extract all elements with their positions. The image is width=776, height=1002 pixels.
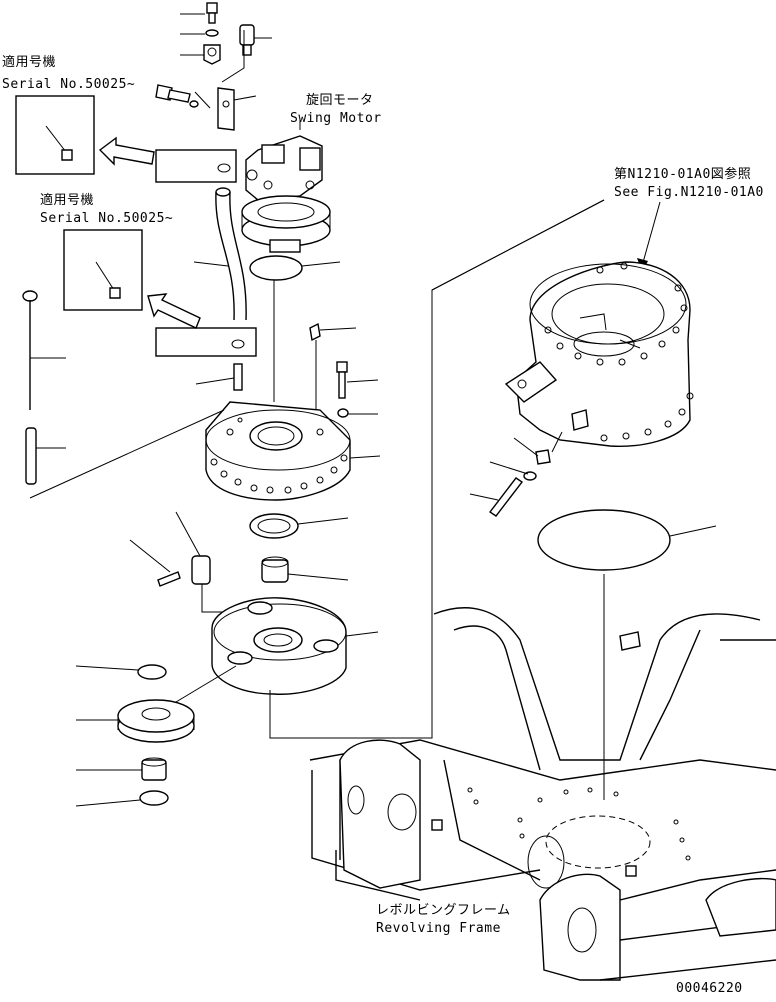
see-fig-label-jp: 第N1210-01A0図参照 [614, 166, 751, 182]
clamp [180, 44, 221, 65]
top-washer [180, 29, 219, 37]
case-fittings [469, 437, 551, 517]
swing-motor [241, 120, 331, 253]
housing-washer [337, 408, 378, 418]
hollow-arrow-1 [98, 136, 155, 166]
serial-label-en-2: Serial No.50025~ [40, 211, 173, 226]
drawing-number: 00046220 [676, 981, 743, 996]
source-box-2 [155, 327, 257, 357]
drain-hose [193, 187, 247, 321]
sun-gear [261, 556, 349, 583]
o-ring-large [537, 509, 717, 800]
o-ring-upper [249, 255, 341, 402]
top-bolt [180, 2, 218, 24]
swing-machinery-case [504, 261, 694, 453]
detail-fitting-1 [45, 125, 73, 161]
sleeve [175, 511, 242, 613]
serial-label-jp-2: 適用号機 [40, 192, 94, 208]
reference-pointer [637, 201, 661, 272]
thrust-washer-1 [75, 664, 167, 680]
connector-plug [239, 24, 272, 56]
hollow-arrow-2 [147, 293, 201, 329]
source-box-1 [155, 149, 237, 183]
planet-carrier [211, 199, 605, 739]
side-bolt [155, 84, 211, 109]
thrust-ring [249, 513, 349, 539]
serial-label-en-1: Serial No.50025~ [2, 77, 135, 92]
see-fig-label-en: See Fig.N1210-01A0 [614, 185, 764, 200]
mounting-bracket [217, 30, 257, 131]
housing-bolt [336, 361, 379, 399]
thrust-washer-2 [75, 790, 169, 807]
ring-gear-housing [29, 401, 381, 501]
level-gauge [22, 290, 66, 410]
swing-motor-label-en: Swing Motor [290, 111, 382, 126]
swing-motor-label-jp: 旋回モータ [306, 93, 374, 108]
needle-bearing [76, 757, 167, 781]
frame-label-en: Revolving Frame [376, 921, 501, 936]
detail-fitting-2 [95, 261, 121, 299]
detail-box-2 [63, 229, 143, 311]
revolving-frame [309, 607, 776, 981]
pin [129, 539, 181, 587]
gauge-pipe [25, 427, 66, 485]
planet-gear [76, 665, 237, 743]
breather-plug [309, 322, 357, 430]
fitting-elbow [195, 363, 243, 391]
case-leader-line [431, 199, 605, 291]
detail-box-1 [15, 95, 95, 175]
frame-label-jp: レボルビングフレーム [376, 903, 511, 918]
small-block [619, 631, 641, 651]
serial-label-jp-1: 適用号機 [2, 54, 56, 70]
